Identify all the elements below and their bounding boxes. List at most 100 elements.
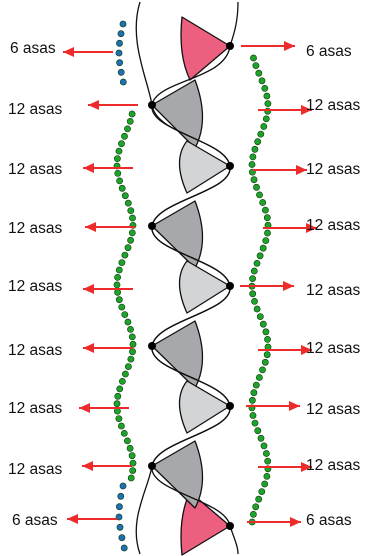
green-dot bbox=[261, 480, 269, 488]
light-sector bbox=[178, 260, 231, 314]
green-dot bbox=[259, 244, 267, 252]
green-dot bbox=[124, 244, 132, 252]
green-dot bbox=[116, 177, 123, 185]
arrow-head bbox=[88, 100, 99, 110]
blue-dot bbox=[119, 78, 127, 86]
right-label: 12 asas bbox=[306, 340, 361, 357]
green-dot bbox=[127, 207, 135, 214]
green-dot bbox=[259, 199, 267, 206]
green-dot bbox=[256, 313, 264, 320]
green-dot bbox=[118, 422, 125, 430]
blue-dot bbox=[116, 59, 123, 67]
green-dot bbox=[263, 92, 271, 100]
green-dot bbox=[263, 472, 271, 480]
blue-dot bbox=[117, 492, 125, 500]
green-dot bbox=[264, 335, 271, 343]
arrow-head bbox=[83, 284, 94, 294]
green-dot bbox=[124, 437, 131, 445]
dots-layer bbox=[113, 20, 272, 552]
green-dot bbox=[260, 123, 268, 130]
light-sector bbox=[178, 380, 231, 434]
green-dot bbox=[249, 412, 257, 419]
green-dot bbox=[121, 132, 128, 140]
arrows-layer bbox=[63, 41, 317, 527]
dark-sector bbox=[151, 79, 204, 149]
arrow-head bbox=[289, 401, 300, 411]
end-sector bbox=[180, 16, 231, 81]
arrow-head bbox=[301, 462, 312, 472]
arrow-head bbox=[296, 165, 307, 175]
green-dot bbox=[115, 147, 123, 155]
blue-dot bbox=[116, 39, 123, 47]
green-dot bbox=[127, 355, 135, 363]
light-sector bbox=[178, 140, 231, 194]
green-dot bbox=[124, 363, 132, 370]
blue-dot bbox=[115, 49, 123, 57]
green-dot bbox=[118, 184, 126, 192]
arrow-head bbox=[290, 517, 301, 527]
green-dot bbox=[129, 340, 137, 348]
green-dot bbox=[114, 288, 121, 296]
green-dot bbox=[259, 320, 267, 328]
green-dot bbox=[262, 450, 270, 457]
green-dot bbox=[128, 452, 136, 460]
green-dot bbox=[121, 311, 129, 318]
green-dot bbox=[126, 444, 134, 452]
green-dot bbox=[250, 267, 258, 275]
blue-dot bbox=[118, 534, 126, 542]
node-point bbox=[148, 342, 156, 350]
green-dot bbox=[119, 377, 126, 385]
right-label: 6 asas bbox=[306, 43, 352, 60]
green-dot bbox=[251, 297, 258, 305]
green-dot bbox=[256, 191, 263, 199]
green-dot bbox=[255, 495, 263, 503]
green-dot bbox=[118, 140, 125, 148]
green-dot bbox=[263, 214, 271, 222]
green-dot bbox=[264, 229, 271, 237]
green-dot bbox=[253, 305, 261, 313]
left-label: 12 asas bbox=[8, 400, 63, 417]
green-dot bbox=[129, 467, 137, 474]
green-dot bbox=[129, 214, 136, 222]
left-label: 12 asas bbox=[8, 278, 63, 295]
green-dot bbox=[126, 118, 134, 125]
left-label: 12 asas bbox=[8, 342, 63, 359]
left-label: 12 asas bbox=[8, 161, 63, 178]
green-dot bbox=[248, 161, 256, 168]
green-dot bbox=[114, 273, 121, 281]
green-dot bbox=[264, 100, 272, 107]
green-dot bbox=[115, 266, 123, 274]
green-dot bbox=[251, 145, 259, 153]
green-dot bbox=[252, 381, 260, 389]
green-dot bbox=[122, 370, 129, 378]
green-dot bbox=[113, 281, 121, 289]
node-point bbox=[148, 222, 156, 230]
arrow-head bbox=[83, 163, 94, 173]
green-dot bbox=[257, 130, 265, 138]
left-label: 6 asas bbox=[10, 40, 56, 57]
arrow-head bbox=[82, 461, 93, 471]
green-dot bbox=[124, 125, 131, 133]
left-label: 12 asas bbox=[8, 101, 63, 118]
green-dot bbox=[121, 192, 129, 200]
green-dot bbox=[259, 366, 266, 374]
green-dot bbox=[249, 511, 257, 518]
green-dot bbox=[254, 138, 262, 146]
node-point bbox=[226, 522, 234, 530]
green-dot bbox=[127, 325, 134, 333]
left-label: 12 asas bbox=[8, 220, 63, 237]
green-dot bbox=[124, 318, 132, 326]
arrow-head bbox=[284, 41, 295, 51]
green-dot bbox=[249, 275, 256, 282]
arrow-head bbox=[79, 403, 90, 413]
arrow-head bbox=[283, 281, 294, 291]
blue-dot bbox=[116, 523, 124, 531]
arrow-head bbox=[306, 223, 317, 233]
green-dot bbox=[264, 457, 272, 465]
green-dot bbox=[249, 290, 257, 298]
right-label: 12 asas bbox=[306, 457, 361, 474]
green-dot bbox=[249, 153, 257, 161]
green-dot bbox=[250, 389, 258, 397]
green-dot bbox=[253, 259, 261, 267]
